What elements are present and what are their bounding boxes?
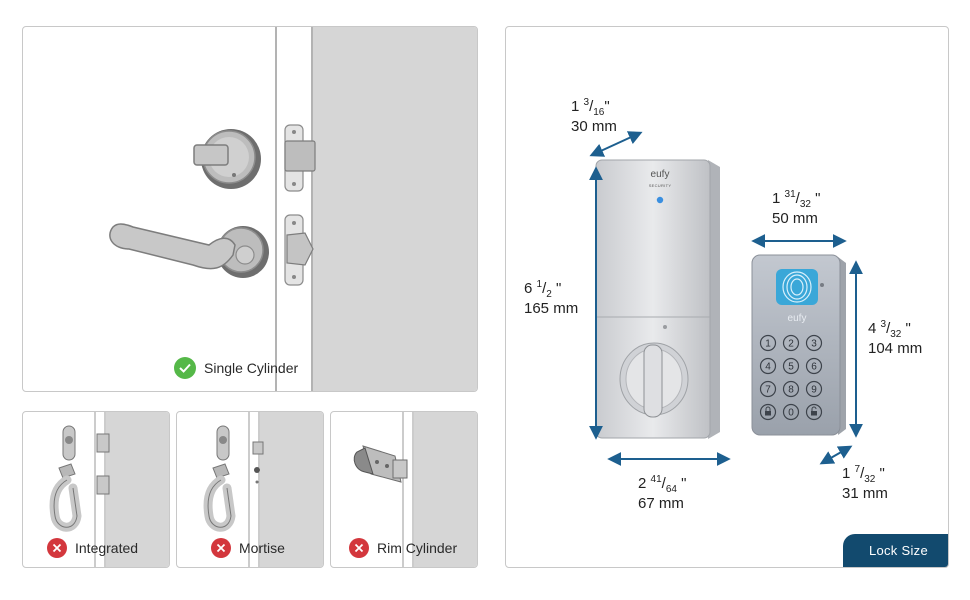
exterior-width-label: 1 31/32 " 50 mm bbox=[772, 189, 821, 228]
keypad-key-label: 0 bbox=[788, 408, 794, 419]
interior-brand-subtext: SECURITY bbox=[648, 183, 672, 188]
keypad-lock-icon bbox=[759, 403, 777, 421]
keypad-key-label: 6 bbox=[811, 362, 817, 373]
integrated-panel: Integrated bbox=[22, 411, 170, 568]
keypad-key-label: 5 bbox=[788, 362, 794, 373]
keypad-key-label: 9 bbox=[811, 385, 817, 396]
cross-icon bbox=[349, 538, 369, 558]
door-frame bbox=[313, 27, 477, 391]
keypad-key-3: 3 bbox=[805, 334, 823, 352]
interior-depth-arrow bbox=[589, 131, 643, 157]
interior-depth-label: 1 3/16" 30 mm bbox=[571, 97, 617, 136]
exterior-depth-arrow bbox=[819, 445, 853, 465]
mortise-illustration bbox=[203, 412, 323, 567]
status-led bbox=[656, 196, 664, 204]
deadbolt-latch-plate bbox=[284, 124, 316, 192]
keypad-key-1: 1 bbox=[759, 334, 777, 352]
cross-icon bbox=[47, 538, 67, 558]
interior-width-label: 2 41/64 " 67 mm bbox=[638, 474, 687, 513]
cross-icon bbox=[211, 538, 231, 558]
door-edge bbox=[275, 27, 313, 391]
keypad-key-8: 8 bbox=[782, 380, 800, 398]
interior-height-label: 6 1/2 " 165 mm bbox=[524, 279, 579, 318]
integrated-handleset bbox=[49, 425, 82, 532]
mortise-handleset bbox=[203, 425, 236, 532]
rim-cylinder-caption: Rim Cylinder bbox=[349, 538, 457, 558]
rim-lock-body bbox=[353, 445, 408, 483]
mortise-caption: Mortise bbox=[211, 538, 285, 558]
keypad-key-7: 7 bbox=[759, 380, 777, 398]
single-cylinder-label: Single Cylinder bbox=[204, 360, 299, 376]
single-cylinder-panel: Single Cylinder bbox=[22, 26, 478, 392]
keypad-key-2: 2 bbox=[782, 334, 800, 352]
keypad-key-label: 7 bbox=[765, 385, 771, 396]
keypad-key-label: 8 bbox=[788, 385, 794, 396]
deadbolt-thumbturn bbox=[193, 129, 261, 189]
lock-size-illustration: 1 2 3 4 5 6 7 8 9 0 bbox=[589, 131, 863, 466]
integrated-illustration bbox=[49, 412, 169, 567]
interior-brand-logo: eufy SECURITY bbox=[642, 170, 678, 191]
exterior-height-label: 4 3/32 " 104 mm bbox=[868, 319, 923, 358]
exterior-brand-logo: eufy bbox=[782, 313, 812, 324]
integrated-label: Integrated bbox=[75, 540, 139, 556]
rim-cylinder-label: Rim Cylinder bbox=[377, 540, 458, 556]
mortise-panel: Mortise bbox=[176, 411, 324, 568]
rim-cylinder-panel: Rim Cylinder bbox=[330, 411, 478, 568]
lock-size-tag: Lock Size bbox=[842, 534, 948, 567]
keypad-key-label: 2 bbox=[788, 339, 794, 350]
integrated-caption: Integrated bbox=[47, 538, 138, 558]
keypad-key-0: 0 bbox=[782, 403, 800, 421]
check-icon bbox=[174, 357, 196, 379]
door-latch-plate bbox=[284, 214, 314, 286]
keypad-buttons: 1 2 3 4 5 6 7 8 9 0 bbox=[759, 334, 823, 421]
single-cylinder-illustration bbox=[109, 27, 477, 391]
keypad-key-5: 5 bbox=[782, 357, 800, 375]
interior-lock-unit bbox=[595, 159, 720, 439]
keypad-key-label: 3 bbox=[811, 339, 817, 350]
lever-handle bbox=[109, 223, 269, 278]
keypad-key-4: 4 bbox=[759, 357, 777, 375]
single-cylinder-caption: Single Cylinder bbox=[174, 357, 298, 379]
rim-cylinder-illustration bbox=[353, 412, 477, 567]
keypad-key-label: 4 bbox=[765, 362, 771, 373]
exterior-brand-text: eufy bbox=[787, 313, 807, 324]
exterior-keypad-unit: 1 2 3 4 5 6 7 8 9 0 bbox=[751, 254, 846, 436]
exterior-depth-label: 1 7/32 " 31 mm bbox=[842, 464, 888, 503]
keypad-unlock-icon bbox=[805, 403, 823, 421]
mortise-label: Mortise bbox=[239, 540, 285, 556]
keypad-key-9: 9 bbox=[805, 380, 823, 398]
keypad-key-label: 1 bbox=[765, 339, 771, 350]
interior-brand-text: eufy bbox=[650, 169, 670, 180]
keypad-key-6: 6 bbox=[805, 357, 823, 375]
